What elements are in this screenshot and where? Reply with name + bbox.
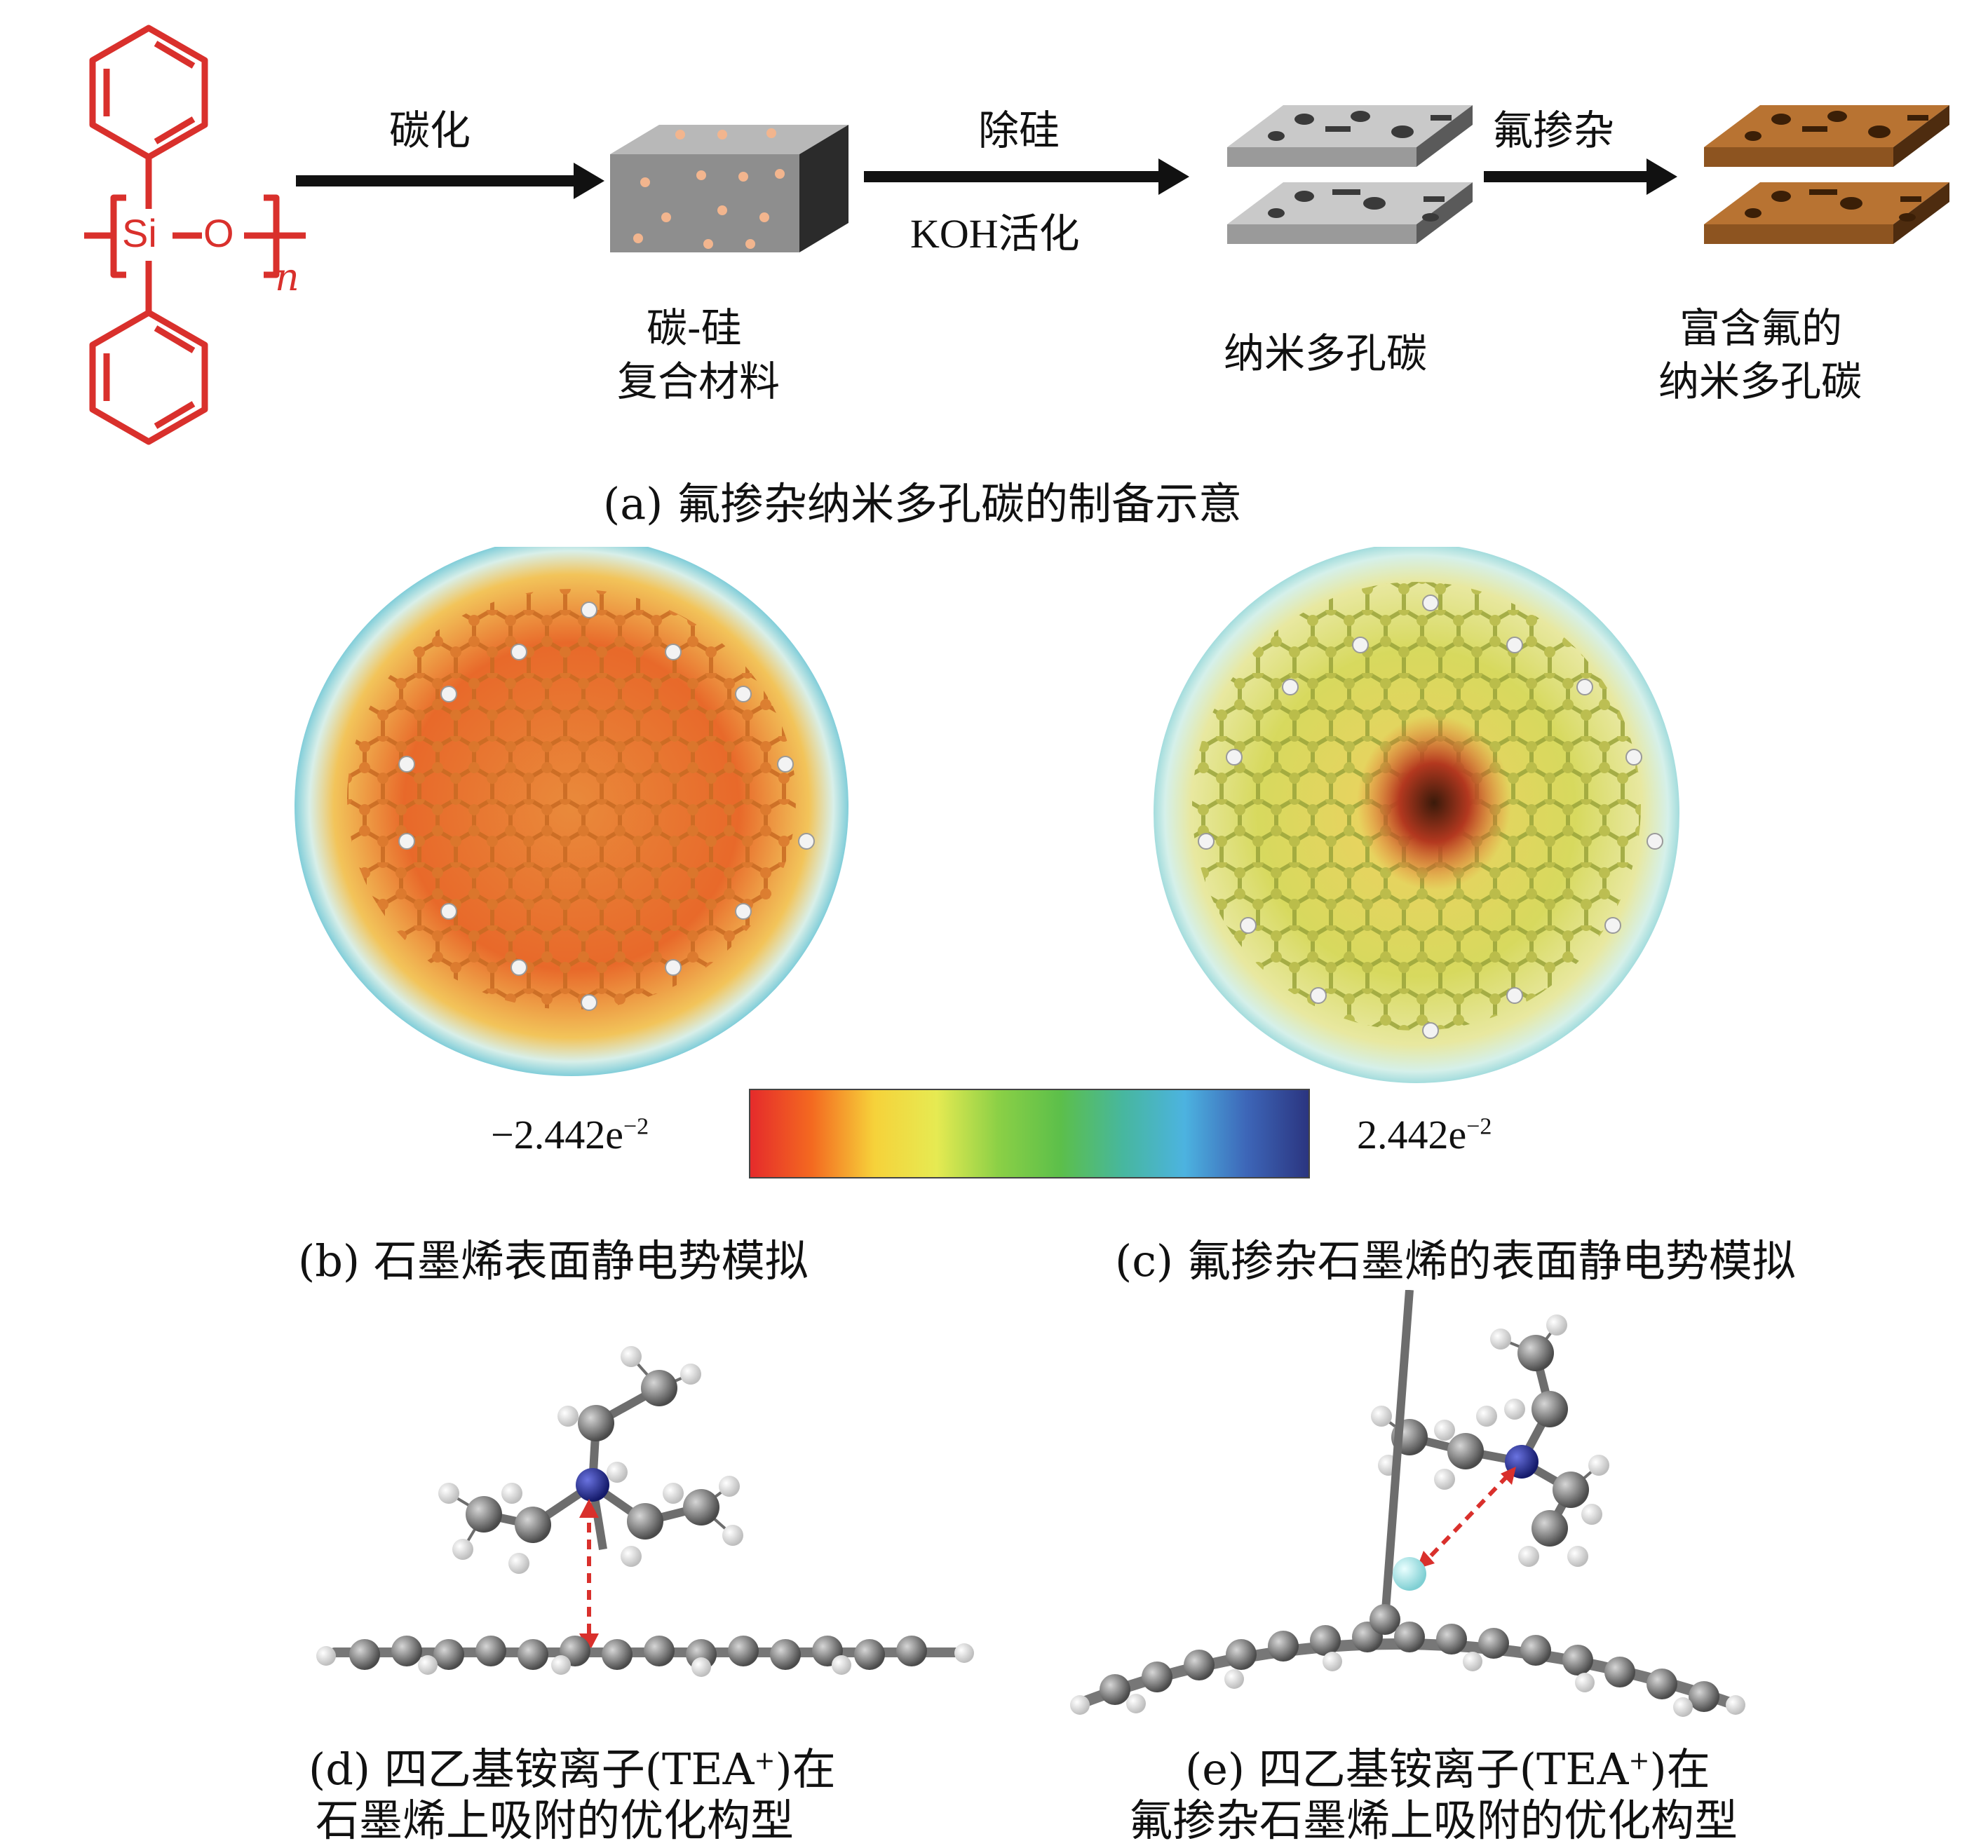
caption-panel-b: (b) 石墨烯表面静电势模拟 (298, 1235, 809, 1286)
arrow-head-fluorination (1646, 158, 1677, 195)
o-atom-label: O (203, 211, 234, 255)
product-label-composite-1: 碳-硅 (647, 304, 742, 352)
si-atom-label: Si (122, 211, 157, 255)
esp-map-fluorinated-graphene (1154, 547, 1679, 1083)
caption-panel-e-line2: 氟掺杂石墨烯上吸附的优化构型 (1129, 1795, 1738, 1846)
tea-on-graphene (316, 1346, 974, 1677)
carbon-silicon-composite-block (610, 125, 848, 252)
colorbar (749, 1089, 1310, 1178)
caption-panel-c: (c) 氟掺杂石墨烯的表面静电势模拟 (1115, 1235, 1796, 1286)
caption-panel-d-line2: 石墨烯上吸附的优化构型 (316, 1795, 794, 1846)
polysiloxane-structure (84, 25, 306, 445)
product-label-fluorinated-1: 富含氟的 (1679, 304, 1843, 352)
tea-on-fluorinated-graphene (1070, 1290, 1745, 1717)
esp-map-graphene (295, 547, 848, 1076)
repeat-subscript: n (275, 255, 299, 299)
caption-panel-d-line1: (d) 四乙基铵离子(TEA+)在 (309, 1744, 836, 1795)
step-label-carbonization: 碳化 (389, 107, 471, 154)
process-arrows (296, 158, 1677, 199)
arrow-head-desilication (1158, 158, 1189, 195)
colorbar-min-label: −2.442e−2 (491, 1112, 649, 1157)
caption-panel-e-line1: (e) 四乙基铵离子(TEA+)在 (1185, 1744, 1710, 1795)
step-label-desilication: 除硅 (978, 107, 1060, 154)
caption-panel-a: (a) 氟掺杂纳米多孔碳的制备示意 (603, 478, 1243, 529)
product-label-composite-2: 复合材料 (617, 358, 780, 405)
arrow-head-carbonization (574, 163, 604, 199)
product-label-fluorinated-2: 纳米多孔碳 (1658, 358, 1862, 405)
esp-maps (295, 547, 1679, 1083)
step-label-fluorination: 氟掺杂 (1492, 107, 1615, 154)
fluorinated-nanoporous-carbon-sheets (1704, 105, 1949, 244)
adsorption-models (316, 1290, 1745, 1717)
step-label-koh-activation: KOH活化 (910, 211, 1080, 257)
nanoporous-carbon-sheets (1227, 105, 1473, 244)
colorbar-max-label: 2.442e−2 (1357, 1112, 1492, 1157)
product-label-nanoporous-carbon: 纳米多孔碳 (1224, 329, 1428, 377)
